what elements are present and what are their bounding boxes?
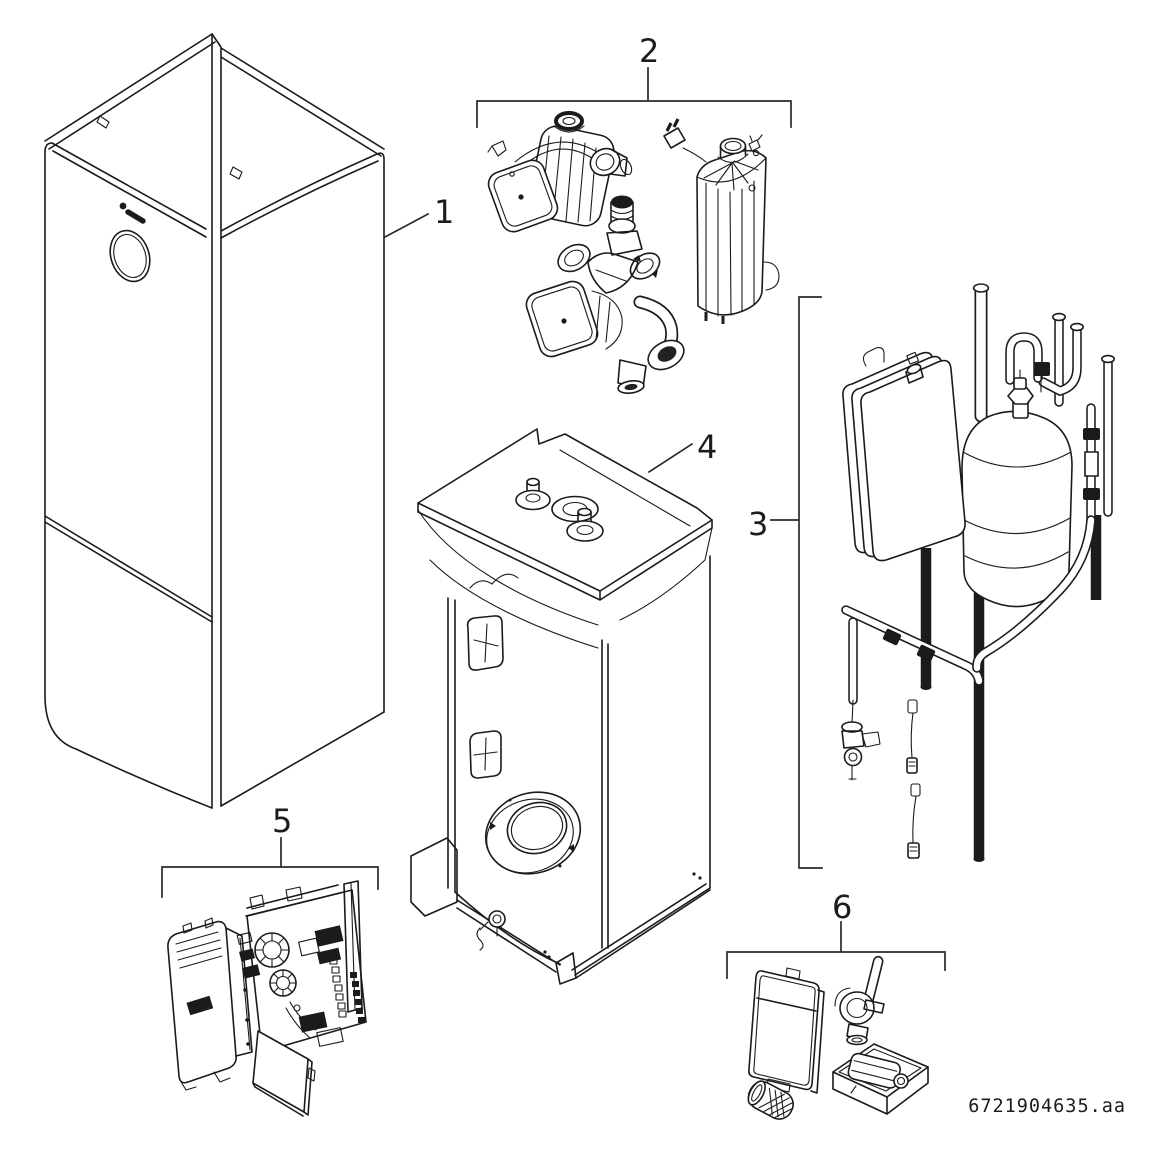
part-3-refrigerant-module <box>841 283 1116 862</box>
callouts: 1 2 3 4 5 6 6721904635.aa <box>161 32 1126 1117</box>
main-board <box>236 880 367 1053</box>
part-label-1: 1 <box>434 193 454 231</box>
callout-1: 1 <box>383 193 454 239</box>
cover-plate <box>252 1030 316 1117</box>
callout-2: 2 <box>476 32 792 128</box>
display-knob-ring <box>109 229 151 283</box>
part-6-accessory-kit <box>747 955 929 1120</box>
plate-heat-exchanger <box>842 347 966 562</box>
callout-6: 6 <box>726 888 946 979</box>
part-label-6: 6 <box>832 888 852 926</box>
lower-piping <box>841 515 1096 781</box>
terminal-blocks <box>329 957 365 1023</box>
callout-5: 5 <box>161 802 379 898</box>
tray-with-actuator <box>832 1043 929 1115</box>
inspection-port <box>484 791 582 875</box>
base-frame <box>410 837 711 985</box>
access-panel <box>748 967 825 1094</box>
ball-valve <box>834 955 885 1046</box>
part-1-cabinet <box>44 33 385 809</box>
callout-3: 3 <box>748 296 823 869</box>
tank-top-fittings <box>1007 362 1100 500</box>
expansion-vessel-c <box>663 118 780 324</box>
filter-cartridge <box>747 1080 794 1120</box>
sensor-cables <box>906 699 921 859</box>
inverter-box <box>167 917 253 1091</box>
part-2-pump-kit <box>487 111 780 395</box>
part-label-2: 2 <box>639 32 659 70</box>
part-label-3: 3 <box>748 505 768 543</box>
drawing-number: 6721904635.aa <box>968 1096 1126 1117</box>
drain-fitting <box>476 910 506 951</box>
part-label-5: 5 <box>272 802 292 840</box>
part-5-electronics-kit <box>167 880 367 1117</box>
part-label-4: 4 <box>697 428 717 466</box>
accumulator-tank <box>961 410 1073 608</box>
service-markers <box>466 615 504 779</box>
pump-valve-assembly-b <box>525 195 685 395</box>
pump-a <box>487 111 633 233</box>
part-4-inner-casing <box>410 428 713 985</box>
pipe-grommets <box>515 477 604 542</box>
callout-4: 4 <box>647 428 717 474</box>
brand-logo <box>119 202 146 224</box>
